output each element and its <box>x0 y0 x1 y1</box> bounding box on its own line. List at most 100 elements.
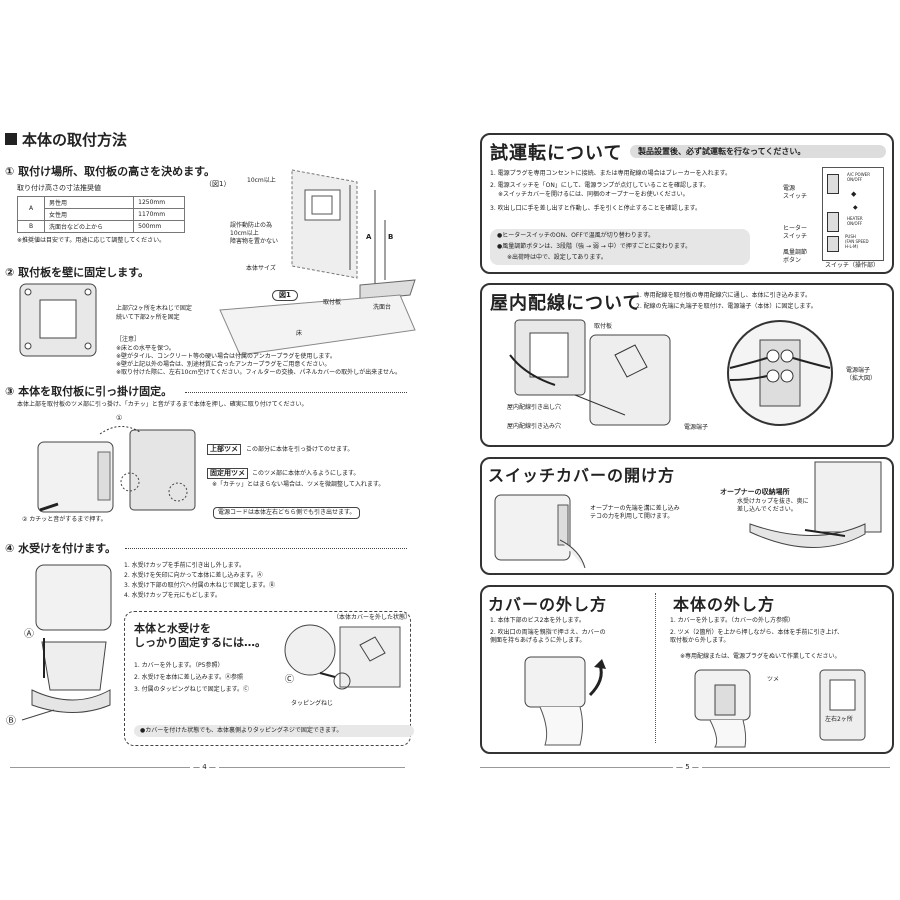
step2-note-1: ※床との水平を保つ。 <box>116 345 175 352</box>
switch-caption: スイッチ（操作部） <box>825 262 880 269</box>
step4-item-4: 4. 水受けカップを元にもどします。 <box>124 592 221 599</box>
step4-title: ④ 水受けを付けます。 <box>5 542 117 555</box>
trial-note-2: ●風量調節ボタンは、3段階（強 → 弱 → 中）で押すごとに変わります。 <box>497 243 692 250</box>
switch-cover-desc: オープナーの先端を溝に差し込み テコの力を利用して開けます。 <box>590 505 680 520</box>
upper-claw-label: 上部ツメ <box>207 444 241 455</box>
tip-item-1: 1. カバーを外します。（P5参照） <box>134 662 224 669</box>
table-cell: 1170mm <box>133 208 185 221</box>
table-cell: 1250mm <box>133 196 185 209</box>
terminal-zoom-drawing <box>727 320 833 426</box>
label-A: A <box>366 233 372 241</box>
step3-desc: 本体上部を取付板のツメ部に引っ掛け、「カチッ」と音がするまで本体を押し、確実に取… <box>17 401 308 408</box>
step3-title: ③ 本体を取付板に引っ掛け固定。 <box>5 385 173 398</box>
label-terminal: 電源端子 <box>684 424 709 431</box>
upper-claw-text: この部分に本体を引っ掛けてのせます。 <box>246 446 354 453</box>
page-number-5: — 5 — <box>673 763 702 772</box>
table-cell: A <box>17 196 45 221</box>
label-fixplate: 取付板 <box>323 299 342 306</box>
switch-panel: A/C POWER ON/OFF ◆ ◆ HEATER ON/OFF PUSH … <box>822 167 884 261</box>
marker-A: Ⓐ <box>24 629 34 640</box>
label-B: B <box>388 233 394 241</box>
label-washbasin: 洗面台 <box>373 304 392 311</box>
table-row: A 男性用 1250mm <box>17 196 185 221</box>
table-row: 女性用 1170mm <box>18 208 185 221</box>
push-label: ② カチッと音がするまで押す。 <box>22 516 107 523</box>
table-row: B 洗面台などの上から 500mm <box>17 220 185 233</box>
fix-claw-note: ※「カチッ」とはまらない場合は、ツメを微調整して入れます。 <box>212 481 385 488</box>
label-fixplate-wiring: 取付板 <box>594 323 613 330</box>
trial-item-3: 3. 吹出し口に手を差し出すと作動し、手を引くと停止することを確認します。 <box>490 205 702 212</box>
heater-switch-icon <box>827 212 839 232</box>
step1-title: ① 取付け場所、取付板の高さを決めます。 <box>5 165 216 178</box>
marker-B: Ⓑ <box>6 716 16 727</box>
wiring-drawing <box>509 319 671 426</box>
step2-note-title: ［注意］ <box>116 336 141 343</box>
trial-item-2-note: ※スイッチカバーを開けるには、同梱のオープナーをお使いください。 <box>498 191 689 198</box>
table-cell: 男性用 <box>43 196 135 209</box>
fix-claw-label: 固定用ツメ <box>207 468 248 479</box>
opener-drawing <box>494 494 586 569</box>
page-number-4: — 4 — <box>190 763 219 772</box>
cover-removal-item-2: 2. 吹出口の両端を親指で押さえ、カバーの 側面を持ちあげるように外します。 <box>490 629 606 644</box>
table-caption: 取り付け高さの寸法推奨値 <box>17 184 101 192</box>
panel-fan-text: PUSH (FAN SPEED H-L-M) <box>845 234 869 249</box>
label-terminal-zoom: 電源端子 （拡大図） <box>846 367 877 382</box>
label-obstacle: 誤作動防止の為 10cm以上 障害物を置かない <box>230 222 279 245</box>
cord-note: 電源コードは本体左右どちら側でも引き出せます。 <box>213 507 361 519</box>
opener-storage-drawing <box>749 461 882 548</box>
fix-claw-text: このツメ部に本体が入るようにします。 <box>252 470 360 477</box>
mounting-plate-drawing <box>19 283 97 357</box>
fig1-badge: 図1 <box>272 290 298 301</box>
water-tray-drawing <box>21 564 112 721</box>
fig-caption-cover-removed: （本体カバーを外した状態） <box>333 614 412 621</box>
table-cell: 洗面台などの上から <box>43 220 135 233</box>
step4-item-1: 1. 水受けカップを手前に引き出し外します。 <box>124 562 246 569</box>
panel-heater-text: HEATER ON/OFF <box>847 216 863 226</box>
table-cell: 500mm <box>133 220 185 233</box>
marker-C: Ⓒ <box>285 675 295 685</box>
cover-removal-drawing <box>524 656 606 746</box>
step2-desc2: 続いて下部2ヶ所を固定 <box>116 314 180 321</box>
label-hole-in: 屋内配線引き込み穴 <box>507 423 562 430</box>
label-floor: 床 <box>296 330 303 337</box>
fig1-installation-diagram <box>219 169 416 356</box>
body-removal-note: ※専用配線または、電源プラグをぬいて作業してください。 <box>680 653 841 660</box>
trial-note-3: ※出荷時は中で、設定してあります。 <box>507 254 607 261</box>
step2-note-3: ※壁が上記以外の場合は、別途材質に合ったアンカープラグをご用意ください。 <box>116 361 331 368</box>
body-hook-drawing <box>37 426 196 513</box>
table-note: ※推奨値は目安です。用途に応じて調整してください。 <box>17 237 166 244</box>
tip-item-3: 3. 付属のタッピングねじで固定します。Ⓒ <box>134 686 250 693</box>
label-left-right: 左右2ヶ所 <box>825 716 853 723</box>
trial-note-1: ●ヒータースイッチのON、OFFで温風が切り替わります。 <box>497 232 655 239</box>
tip-footer-note: ●カバーを付けた状態でも、本体裏側よりタッピングネジで固定できます。 <box>134 725 414 737</box>
power-lamp-icon: ◆ <box>851 190 857 198</box>
cover-removal-title: カバーの外し方 <box>488 595 608 614</box>
tapping-screw-drawing <box>284 624 401 690</box>
step2-title: ② 取付板を壁に固定します。 <box>5 266 150 279</box>
tip-box <box>124 611 411 746</box>
step4-item-2: 2. 水受けを矢印に向かって本体に差し込みます。Ⓐ <box>124 572 263 579</box>
wiring-item-1: 1. 専用配線を取付板の専用配線穴に通し、本体に引き込みます。 <box>636 292 812 299</box>
trial-item-2: 2. 電源スイッチを「ON」にして、電源ランプが点灯していることを確認します。 <box>490 182 710 189</box>
label-10cm: 10cm以上 <box>247 177 276 184</box>
body-removal-drawing <box>694 669 866 748</box>
step2-note-2: ※壁がタイル、コンクリート等の硬い場合は付属のアンカープラグを使用します。 <box>116 353 336 360</box>
removal-divider <box>655 593 656 743</box>
tapping-label: タッピングねじ <box>291 700 334 707</box>
trial-run-banner: 製品設置後、必ず試運転を行なってください。 <box>630 145 886 158</box>
fan-button-icon <box>827 236 839 252</box>
body-removal-item-2: 2. ツメ（2箇所）を上から押しながら、本体を手前に引き上げ、 取付板から外しま… <box>670 629 844 644</box>
section-marker <box>5 133 17 145</box>
tip-item-2: 2. 水受けを本体に差し込みます。Ⓐ参照 <box>134 674 244 681</box>
trial-notes-box <box>490 229 750 265</box>
switch-cover-title: スイッチカバーの開け方 <box>488 466 676 485</box>
opener-storage-title: オープナーの収納場所 <box>720 488 790 496</box>
trial-run-title: 試運転について <box>490 143 623 164</box>
label-heater-switch: ヒーター スイッチ <box>783 225 808 240</box>
wiring-item-2: 2. 配線の先端に丸端子を取付け、電源端子（本体）に固定します。 <box>636 303 817 310</box>
cover-removal-item-1: 1. 本体下部のビス2本を外します。 <box>490 617 585 624</box>
divider <box>125 548 407 549</box>
label-body-size: 本体サイズ <box>246 265 276 272</box>
table-cell: B <box>17 220 45 233</box>
label-fan-button: 風量調節 ボタン <box>783 249 808 264</box>
